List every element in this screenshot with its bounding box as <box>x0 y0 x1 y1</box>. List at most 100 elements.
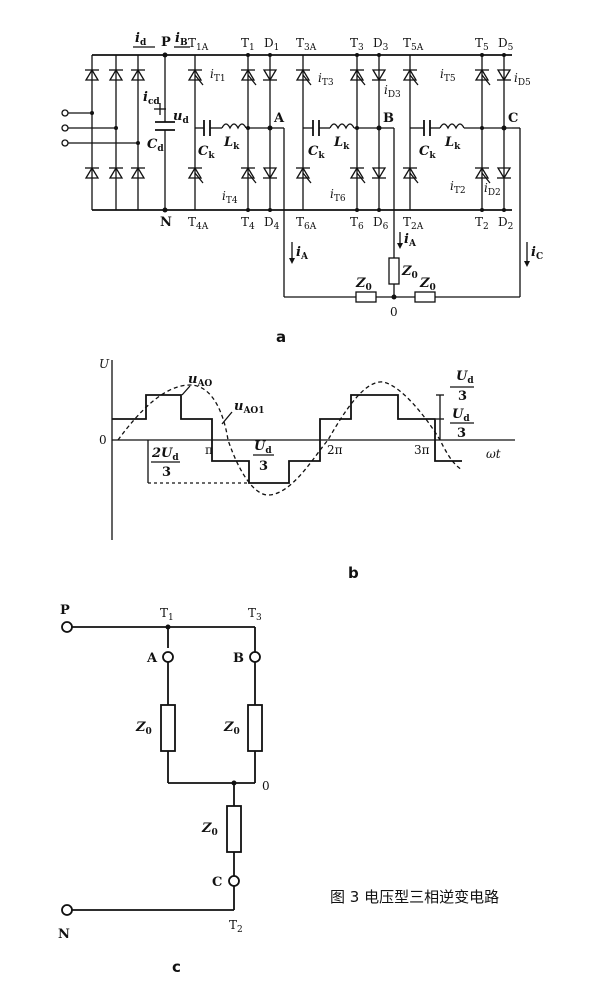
label-uao1: uAO1 <box>234 399 265 416</box>
label-c-a: A <box>146 651 158 666</box>
terminal-c <box>228 875 240 887</box>
rectifier-bridge <box>84 55 146 210</box>
label-lk-b: Lk <box>333 135 350 152</box>
label-lk-a: Lk <box>223 135 240 152</box>
figure-caption: 图 3 电压型三相逆变电路 <box>330 888 499 906</box>
label-ud3-num: Ud <box>254 439 272 456</box>
label-2pi: 2π <box>327 443 343 457</box>
label-t5a: T5A <box>403 36 424 53</box>
label-ia: iA <box>296 245 309 262</box>
label-c-n: N <box>58 927 70 942</box>
label-ia-center: iA <box>404 232 417 249</box>
label-omega-t: ωt <box>486 447 501 461</box>
label-c-z0-b: Z0 <box>223 720 240 737</box>
label-c-z0-a: Z0 <box>135 720 152 737</box>
label-id2: iD2 <box>484 181 501 198</box>
impedance-a <box>160 704 176 752</box>
label-d4: D4 <box>264 215 280 232</box>
label-ic: iC <box>531 245 543 262</box>
label-right-bot-num: Ud <box>452 407 470 424</box>
label-right-top-num: Ud <box>456 369 474 386</box>
panel-b-waveform: U uAO uAO1 0 π 2π 3π ωt 2Ud 3 Ud 3 Ud 3 … <box>99 357 515 582</box>
label-c-z0-c: Z0 <box>201 821 218 838</box>
label-node-c: C <box>508 111 518 126</box>
label-3pi: 3π <box>414 443 430 457</box>
label-d6: D6 <box>373 215 389 232</box>
terminal-p <box>61 621 73 633</box>
panel-a-labels: id iB P N icd ud Cd Ck Lk Ck Lk Ck Lk T1… <box>133 31 543 346</box>
label-z0-right: Z0 <box>419 276 436 293</box>
label-t2a: T2A <box>403 215 424 232</box>
phase-legs <box>187 55 512 210</box>
label-c-p: P <box>60 603 70 618</box>
label-p: P <box>161 35 171 50</box>
label-id5: iD5 <box>514 71 531 88</box>
label-t2: T2 <box>475 215 489 232</box>
label-right-top-den: 3 <box>458 389 467 404</box>
label-z0-left: Z0 <box>355 276 372 293</box>
label-t4a: T4A <box>188 215 209 232</box>
uao1-fundamental-wave <box>117 381 463 496</box>
label-2ud-den: 3 <box>162 465 171 480</box>
label-n: N <box>160 215 172 230</box>
label-it3: iT3 <box>318 71 334 88</box>
label-t6: T6 <box>350 215 364 232</box>
label-right-bot-den: 3 <box>457 426 466 441</box>
label-d5: D5 <box>498 36 514 53</box>
bus-junctions <box>246 53 506 212</box>
label-it4: iT4 <box>222 189 238 206</box>
panel-a-circuit: id iB P N icd ud Cd Ck Lk Ck Lk Ck Lk T1… <box>61 31 543 346</box>
label-t4: T4 <box>241 215 255 232</box>
label-z0-mid: Z0 <box>401 264 418 281</box>
label-d3: D3 <box>373 36 389 53</box>
label-c-t1: T1 <box>160 606 174 623</box>
label-t1a: T1A <box>188 36 209 53</box>
label-t3: T3 <box>350 36 364 53</box>
label-id: id <box>135 31 147 48</box>
label-d1: D1 <box>264 36 279 53</box>
label-ud3-den: 3 <box>259 459 268 474</box>
label-node-b: B <box>383 111 394 126</box>
terminal-a <box>162 651 174 663</box>
dc-link-capacitor <box>154 55 175 210</box>
panel-b-label: b <box>348 564 359 582</box>
label-c-t3: T3 <box>248 606 262 623</box>
label-t6a: T6A <box>296 215 317 232</box>
panel-c-label: c <box>172 958 181 976</box>
label-ib: iB <box>175 31 188 48</box>
label-ck-a: Ck <box>198 144 215 161</box>
label-cd: Cd <box>147 137 164 154</box>
label-pi: π <box>205 443 213 457</box>
label-it1: iT1 <box>210 67 226 84</box>
label-t3a: T3A <box>296 36 317 53</box>
label-node-a: A <box>273 111 285 126</box>
label-it6: iT6 <box>330 187 346 204</box>
label-lk-c: Lk <box>444 135 461 152</box>
panel-a-label: a <box>276 328 286 346</box>
label-c-c: C <box>212 875 222 890</box>
label-it2: iT2 <box>450 179 466 196</box>
ac-input-terminals <box>61 109 138 147</box>
label-2ud-num: 2Ud <box>151 446 179 463</box>
label-c-b: B <box>233 651 244 666</box>
label-c-zero: 0 <box>262 779 270 793</box>
label-neutral-0: 0 <box>390 305 398 319</box>
terminal-b <box>249 651 261 663</box>
label-icd: icd <box>143 90 160 107</box>
label-origin: 0 <box>99 433 107 447</box>
label-t1: T1 <box>241 36 255 53</box>
label-id3: iD3 <box>384 83 401 100</box>
uao-step-waveform <box>112 394 462 484</box>
impedance-b <box>247 704 263 752</box>
label-uao: uAO <box>188 372 212 389</box>
panel-c-equivalent: P N T1 T3 T2 A B C 0 Z0 Z0 Z0 c <box>58 603 270 976</box>
label-t5: T5 <box>475 36 489 53</box>
label-ck-b: Ck <box>308 144 325 161</box>
label-ck-c: Ck <box>419 144 436 161</box>
label-ud: ud <box>173 109 189 126</box>
label-c-t2: T2 <box>229 918 243 935</box>
terminal-n <box>61 904 73 916</box>
star-load <box>283 127 530 303</box>
label-u-axis: U <box>99 357 110 371</box>
